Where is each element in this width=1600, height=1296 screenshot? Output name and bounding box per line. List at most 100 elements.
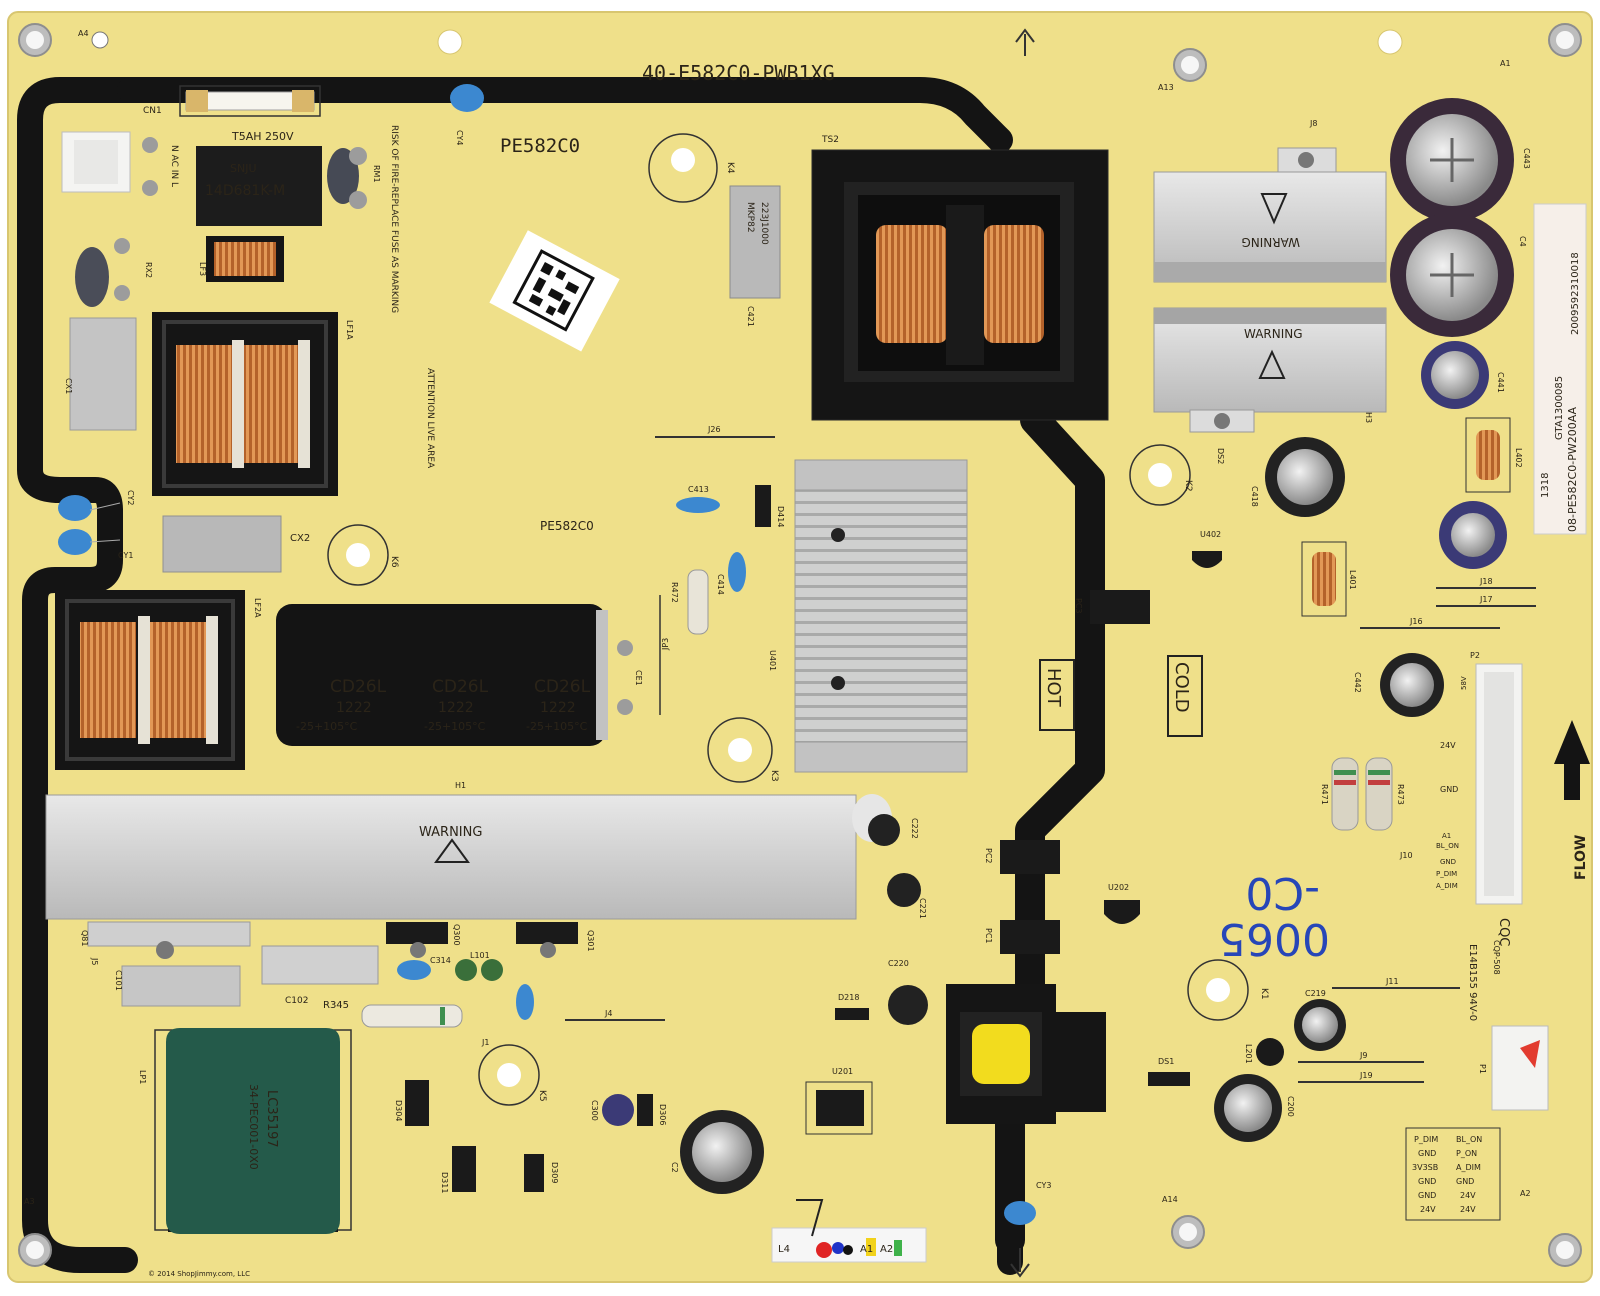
resistors-r471-r473 — [1331, 757, 1393, 831]
film-cap-line2: 223J1000 — [759, 202, 769, 245]
capacitor-c300 — [602, 1094, 634, 1126]
fuse-ref: CN1 — [143, 106, 162, 116]
inductor-l101 — [455, 959, 503, 981]
pc1-ref: PC1 — [984, 928, 993, 944]
diode-ds1 — [1148, 1072, 1190, 1086]
cqc-mark: CQC — [1496, 918, 1511, 946]
transformer-lp1 — [154, 1028, 352, 1234]
diode-d414 — [755, 485, 771, 527]
pin-row-5-left: GND — [1418, 1191, 1436, 1200]
cap-temp-3: -25+105°C — [526, 720, 588, 733]
standby-connector-p1 — [1491, 1025, 1549, 1111]
live-area-text: ATTENTION LIVE AREA — [425, 368, 435, 469]
inductor-l201 — [1256, 1038, 1284, 1066]
diodes-bottom — [405, 1080, 653, 1192]
c221-ref: C221 — [918, 898, 927, 919]
cx1-ref: CX1 — [64, 378, 73, 394]
c222-ref: C222 — [910, 818, 919, 839]
c314-ref: C314 — [430, 956, 451, 965]
pc3-ref: PC3 — [1074, 598, 1083, 614]
cap-code-1: 1222 — [336, 700, 372, 716]
l401-ref: L401 — [1348, 570, 1357, 590]
k3-ref: K3 — [769, 770, 779, 782]
j16-ref: J16 — [1409, 617, 1423, 626]
output-connector-p2 — [1475, 663, 1523, 905]
fuse-rating-label: T5AH 250V — [231, 130, 294, 143]
main-transformer-ts2 — [811, 149, 1109, 421]
pin-row-6-left: 24V — [1420, 1205, 1436, 1214]
pad-a4: A4 — [78, 29, 89, 38]
p2-pin-58v: 58V — [1460, 676, 1468, 690]
ul-rating: E14B155 94V-0 — [1467, 944, 1478, 1021]
inductor-l402 — [1465, 417, 1511, 493]
j5-ref: J5 — [90, 957, 99, 965]
pad-a3: A3 — [24, 1197, 35, 1206]
x-capacitor-cx1 — [69, 317, 137, 431]
capacitor-c219 — [1294, 999, 1346, 1051]
lf2a-ref: LF2A — [253, 598, 262, 618]
y-capacitor-cy3 — [1004, 1201, 1036, 1225]
r345-ref: R345 — [323, 1000, 349, 1011]
d309-ref: D309 — [550, 1162, 559, 1183]
sticker-line3: 2009592310018 — [1570, 252, 1581, 335]
rm1-ref: RM1 — [372, 165, 381, 183]
k1-ref: K1 — [1259, 988, 1269, 1000]
serial-sticker — [1533, 203, 1587, 535]
d306-ref: D306 — [658, 1104, 667, 1125]
capacitor-blue-small — [516, 984, 534, 1020]
capacitor-c2 — [680, 1110, 764, 1194]
pin-row-2-right: P_ON — [1456, 1149, 1477, 1158]
c413-ref: C413 — [688, 485, 709, 494]
cy2-ref: CY2 — [126, 490, 135, 505]
c441-ref: C441 — [1496, 372, 1505, 393]
capacitor-c314 — [397, 960, 431, 980]
ds1-ref: DS1 — [1158, 1057, 1174, 1066]
h1-warning-label: WARNING — [419, 825, 482, 840]
pin-table — [1405, 1127, 1501, 1221]
heatsink-h3-warning — [1153, 171, 1387, 283]
c219-ref: C219 — [1305, 989, 1326, 998]
lf1a-ref: LF1A — [345, 320, 354, 340]
l101-ref: L101 — [470, 951, 490, 960]
j4-ref: J4 — [604, 1009, 612, 1018]
pin-row-1-right: BL_ON — [1456, 1135, 1482, 1144]
output-capacitors-top — [1390, 98, 1514, 409]
capacitor-c442 — [1380, 653, 1444, 717]
c418-ref: C418 — [1250, 486, 1259, 507]
ac-input-connector — [61, 131, 158, 196]
ntc-brand: SNJU — [230, 162, 257, 175]
sticker-line4: 1318 — [1540, 473, 1551, 498]
d304-ref: D304 — [394, 1100, 403, 1121]
c2-ref: C2 — [670, 1162, 679, 1173]
d218-ref: D218 — [838, 993, 859, 1002]
p2-pin-gnd: GND — [1440, 785, 1458, 794]
copyright-text: © 2014 ShopJimmy.com, LLC — [148, 1270, 250, 1278]
p2-pin-bl-on: BL_ON — [1436, 842, 1459, 850]
c220-ref: C220 — [888, 959, 909, 968]
silkscreen-circles — [327, 133, 1249, 1106]
common-mode-choke-lf2a — [55, 590, 245, 770]
capacitor-c221 — [887, 873, 921, 907]
c200-ref: C200 — [1286, 1096, 1295, 1117]
standby-transformer — [946, 984, 1106, 1124]
sticker-line2: GTA1300085 — [1554, 376, 1565, 440]
choke-lf3 — [206, 236, 284, 282]
pad-a2: A2 — [1520, 1189, 1531, 1198]
d311-ref: D311 — [440, 1172, 449, 1193]
c443-ref: C443 — [1522, 148, 1531, 169]
ic-u201 — [805, 1081, 873, 1135]
capacitor-c200 — [1214, 1074, 1282, 1142]
p2-pin-24v: 24V — [1440, 741, 1456, 750]
cap-temp-2: -25+105°C — [424, 720, 486, 733]
cold-zone-label: COLD — [1171, 662, 1192, 713]
fuse-f1 — [179, 85, 321, 117]
lf3-ref: LF3 — [198, 262, 207, 276]
cy1-ref: CY1 — [118, 551, 133, 560]
k2-ref: K2 — [1183, 480, 1193, 492]
common-mode-choke-lf1a — [152, 312, 338, 496]
r472-ref: R472 — [670, 582, 679, 603]
jumpers-j9-j19 — [1298, 987, 1460, 1083]
d414-ref: D414 — [776, 506, 785, 527]
p2-pin-a-dim: A_DIM — [1436, 882, 1458, 890]
rm1-pins — [349, 147, 367, 209]
